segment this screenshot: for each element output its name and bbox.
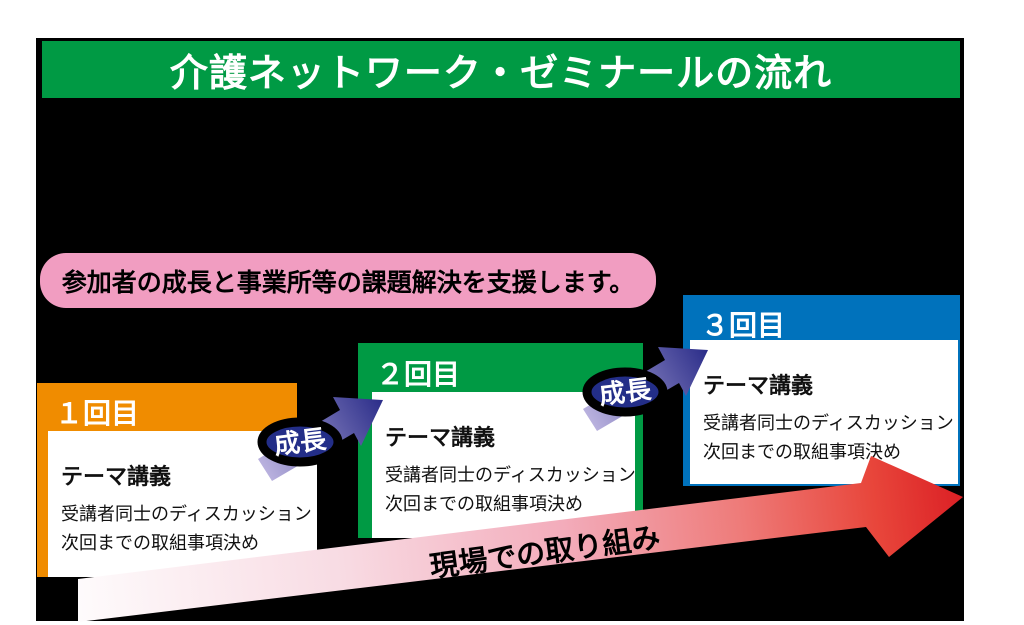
card-1-label: １回目 [55,398,140,429]
title-bar: 介護ネットワーク・ゼミナールの流れ [42,41,960,98]
card-2-label: ２回目 [376,359,461,390]
card-1-line-1: 受講者同士のディスカッション [61,504,312,524]
page-title: 介護ネットワーク・ゼミナールの流れ [169,53,833,95]
card-1-topic: テーマ講義 [61,464,172,489]
card-3-line-1: 受講者同士のディスカッション [703,413,954,433]
card-3-topic: テーマ講義 [703,373,814,398]
support-message-text: 参加者の成長と事業所等の課題解決を支援します。 [61,268,635,297]
card-2-body: テーマ講義 受講者同士のディスカッション 次回までの取組事項決め [372,392,636,538]
card-2-topic: テーマ講義 [385,425,496,450]
card-2-line-2: 次回までの取組事項決め [385,494,583,514]
card-3-label: ３回目 [701,310,786,341]
card-3-body: テーマ講義 受講者同士のディスカッション 次回までの取組事項決め [690,340,958,484]
card-1-body: テーマ講義 受講者同士のディスカッション 次回までの取組事項決め [48,431,317,577]
support-message-box: 参加者の成長と事業所等の課題解決を支援します。 [40,253,656,308]
card-3-line-2: 次回までの取組事項決め [703,442,901,462]
card-1-line-2: 次回までの取組事項決め [61,533,259,553]
card-2-line-1: 受講者同士のディスカッション [385,465,636,485]
